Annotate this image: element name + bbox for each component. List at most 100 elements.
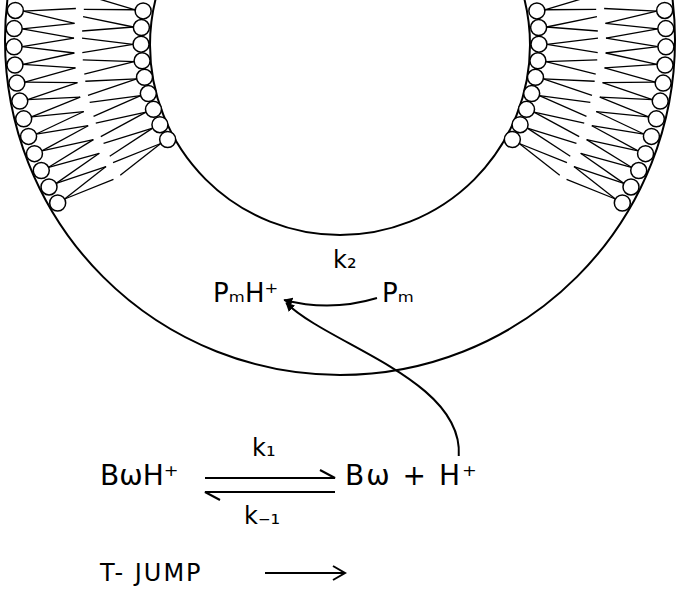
lipid-head [6,39,22,55]
lipid-tail [82,38,133,44]
lipid-tail [547,17,597,27]
membrane-probe: Pₘ [382,280,414,306]
lipid-tail [23,9,76,12]
lipid-head [638,146,654,162]
lipid-head [631,163,647,179]
lipid-head [531,36,547,52]
lipid-head [512,117,528,133]
lipid-tail [28,83,78,100]
lipid-head [152,117,168,133]
lipid-tail [581,153,624,183]
lipid-tail [600,97,653,99]
lipid-head [134,53,150,69]
lipid-tail [605,68,656,82]
lipid-tail [25,81,78,83]
lipid-head [133,20,149,36]
equilibrium-arrows [205,470,335,500]
lipid-head [16,111,32,127]
lipid-bilayer [6,0,674,211]
lipid-tail [606,29,658,38]
lipid-tail [581,153,632,167]
lipid-head [135,3,151,19]
lipid-tail [23,53,74,64]
lipid-tail [547,44,598,52]
lipid-tail [65,167,106,199]
lipid-tail [606,38,658,47]
lipid-tail [36,112,84,135]
rate-constant: k₂ [333,248,357,272]
proton-arrow [286,303,459,456]
lipid-tail [84,9,135,11]
lipid-head [160,132,176,148]
lipid-tail [519,144,559,176]
lipid-head [140,86,156,102]
lipid-tail [31,97,80,117]
lipid-head [504,132,520,148]
t-jump-arrow [265,566,345,580]
lipid-tail [534,112,579,136]
lipid-tail [23,64,76,67]
lipid-tail [574,167,615,199]
lipid-tail [606,53,657,64]
lipid-tail [96,112,146,123]
lipid-head [614,195,630,211]
lipid-tail [49,153,100,167]
lipid-head [655,75,671,91]
lipid-tail [604,9,657,12]
lipid-head [50,195,66,211]
lipid-tail [546,60,597,62]
lipid-tail [82,44,133,52]
binding-arrow [284,298,377,306]
lipid-tail [22,47,74,53]
lipid-tail [82,27,133,31]
lipid-head [648,111,664,127]
lipid-head [6,21,22,37]
lipid-tail [42,140,93,151]
lipid-tail [545,9,596,11]
lipid-tail [547,27,598,31]
lipid-head [519,101,535,117]
vesicle-outer-surface [5,0,675,375]
lipid-head [41,179,57,195]
lipid-head [145,101,161,117]
lipid-tail [605,11,656,23]
lipid-tail [547,38,598,44]
lipid-head [657,2,673,18]
lipid-tail [85,79,136,81]
lipid-head [21,128,37,144]
lipid-tail [113,144,161,163]
lipid-tail [567,179,616,199]
lipid-head [133,36,149,52]
lipid-tail [120,144,160,176]
lipid-tail [534,112,584,123]
lipid-tail [110,128,153,156]
lipid-tail [574,167,624,184]
lipid-tail [606,47,658,53]
lipid-tail [587,140,638,151]
lipid-head [529,3,545,19]
lipid-tail [605,64,658,67]
lipid-head [658,21,674,37]
lipid-tail [83,60,134,62]
lipid-head [12,93,28,109]
lipid-tail [56,167,106,184]
lipid-tail [519,144,567,163]
forward-harpoon [205,470,335,478]
reverse-harpoon [205,492,335,500]
lipid-tail [545,0,594,10]
lipid-tail [65,179,114,199]
lipid-tail [605,23,657,29]
lipid-tail [23,11,74,23]
lipid-tail [592,126,644,134]
lipid-tail [22,23,74,29]
lipid-head [33,163,49,179]
lipid-head [524,86,540,102]
probe-protonated: PₘH⁺ [213,280,278,306]
lipid-tail [56,153,99,183]
lipid-tail [603,81,656,83]
lipid-head [531,20,547,36]
buffer-protonated: BωH⁺ [100,462,179,490]
lipid-tail [527,128,570,156]
lipid-tail [25,68,76,82]
